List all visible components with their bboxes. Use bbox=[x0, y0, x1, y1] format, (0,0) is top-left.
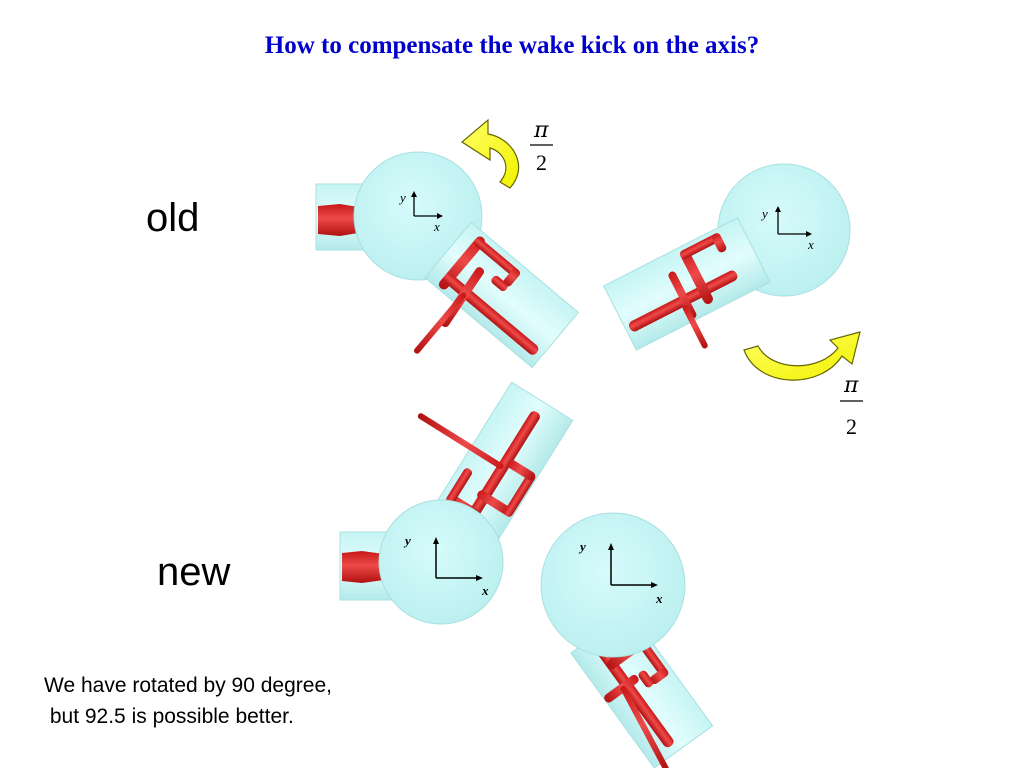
old-label: old bbox=[146, 196, 200, 240]
rotation-arrow-1 bbox=[460, 118, 520, 189]
rotation-note: We have rotated by 90 degree, but 92.5 i… bbox=[44, 670, 332, 732]
coupler-assembly bbox=[414, 221, 580, 369]
flange bbox=[342, 551, 384, 583]
page-title: How to compensate the wake kick on the a… bbox=[264, 32, 760, 59]
x-axis-label: x bbox=[807, 237, 814, 252]
y-axis-label: y bbox=[578, 539, 586, 554]
fraction-numerator: π bbox=[843, 373, 859, 398]
new-label: new bbox=[157, 550, 231, 594]
angle-label-2: π 2 bbox=[840, 373, 863, 439]
y-axis-label: y bbox=[398, 190, 406, 205]
fraction-denominator: 2 bbox=[536, 150, 547, 175]
x-axis-label: x bbox=[655, 591, 663, 606]
coupler-assembly bbox=[602, 217, 771, 351]
coupler-rod bbox=[594, 642, 674, 748]
coupler-assembly bbox=[417, 381, 574, 540]
fraction-numerator: π bbox=[533, 118, 549, 143]
y-axis-label: y bbox=[403, 533, 411, 548]
old-cavity-2: y x bbox=[602, 163, 851, 351]
pickup-antenna bbox=[620, 685, 669, 768]
flange bbox=[318, 204, 364, 236]
x-axis-label: x bbox=[433, 219, 440, 234]
coupler-body bbox=[602, 217, 771, 351]
coupler-arm bbox=[679, 233, 721, 259]
pickup-antenna bbox=[417, 413, 504, 470]
old-cavity-1: y x bbox=[315, 151, 580, 369]
coupler-post bbox=[680, 249, 713, 304]
pickup-antenna bbox=[414, 292, 467, 354]
note-line-1: We have rotated by 90 degree, bbox=[44, 674, 332, 697]
new-cavity-2: y x bbox=[540, 512, 714, 768]
new-cavity-1: y x bbox=[339, 381, 574, 625]
coupler-rod bbox=[468, 411, 540, 519]
y-axis-label: y bbox=[760, 206, 768, 221]
rotation-arrow-2 bbox=[743, 331, 861, 381]
x-axis-label: x bbox=[481, 583, 489, 598]
coupler-arm bbox=[473, 237, 520, 278]
curved-arrow-icon bbox=[460, 118, 520, 189]
note-line-2: but 92.5 is possible better. bbox=[44, 705, 294, 728]
fraction-denominator: 2 bbox=[846, 414, 857, 439]
pickup-antenna bbox=[682, 305, 708, 349]
angle-label-1: π 2 bbox=[530, 118, 553, 175]
cavity-cell bbox=[378, 499, 504, 625]
curved-arrow-icon bbox=[743, 331, 861, 381]
